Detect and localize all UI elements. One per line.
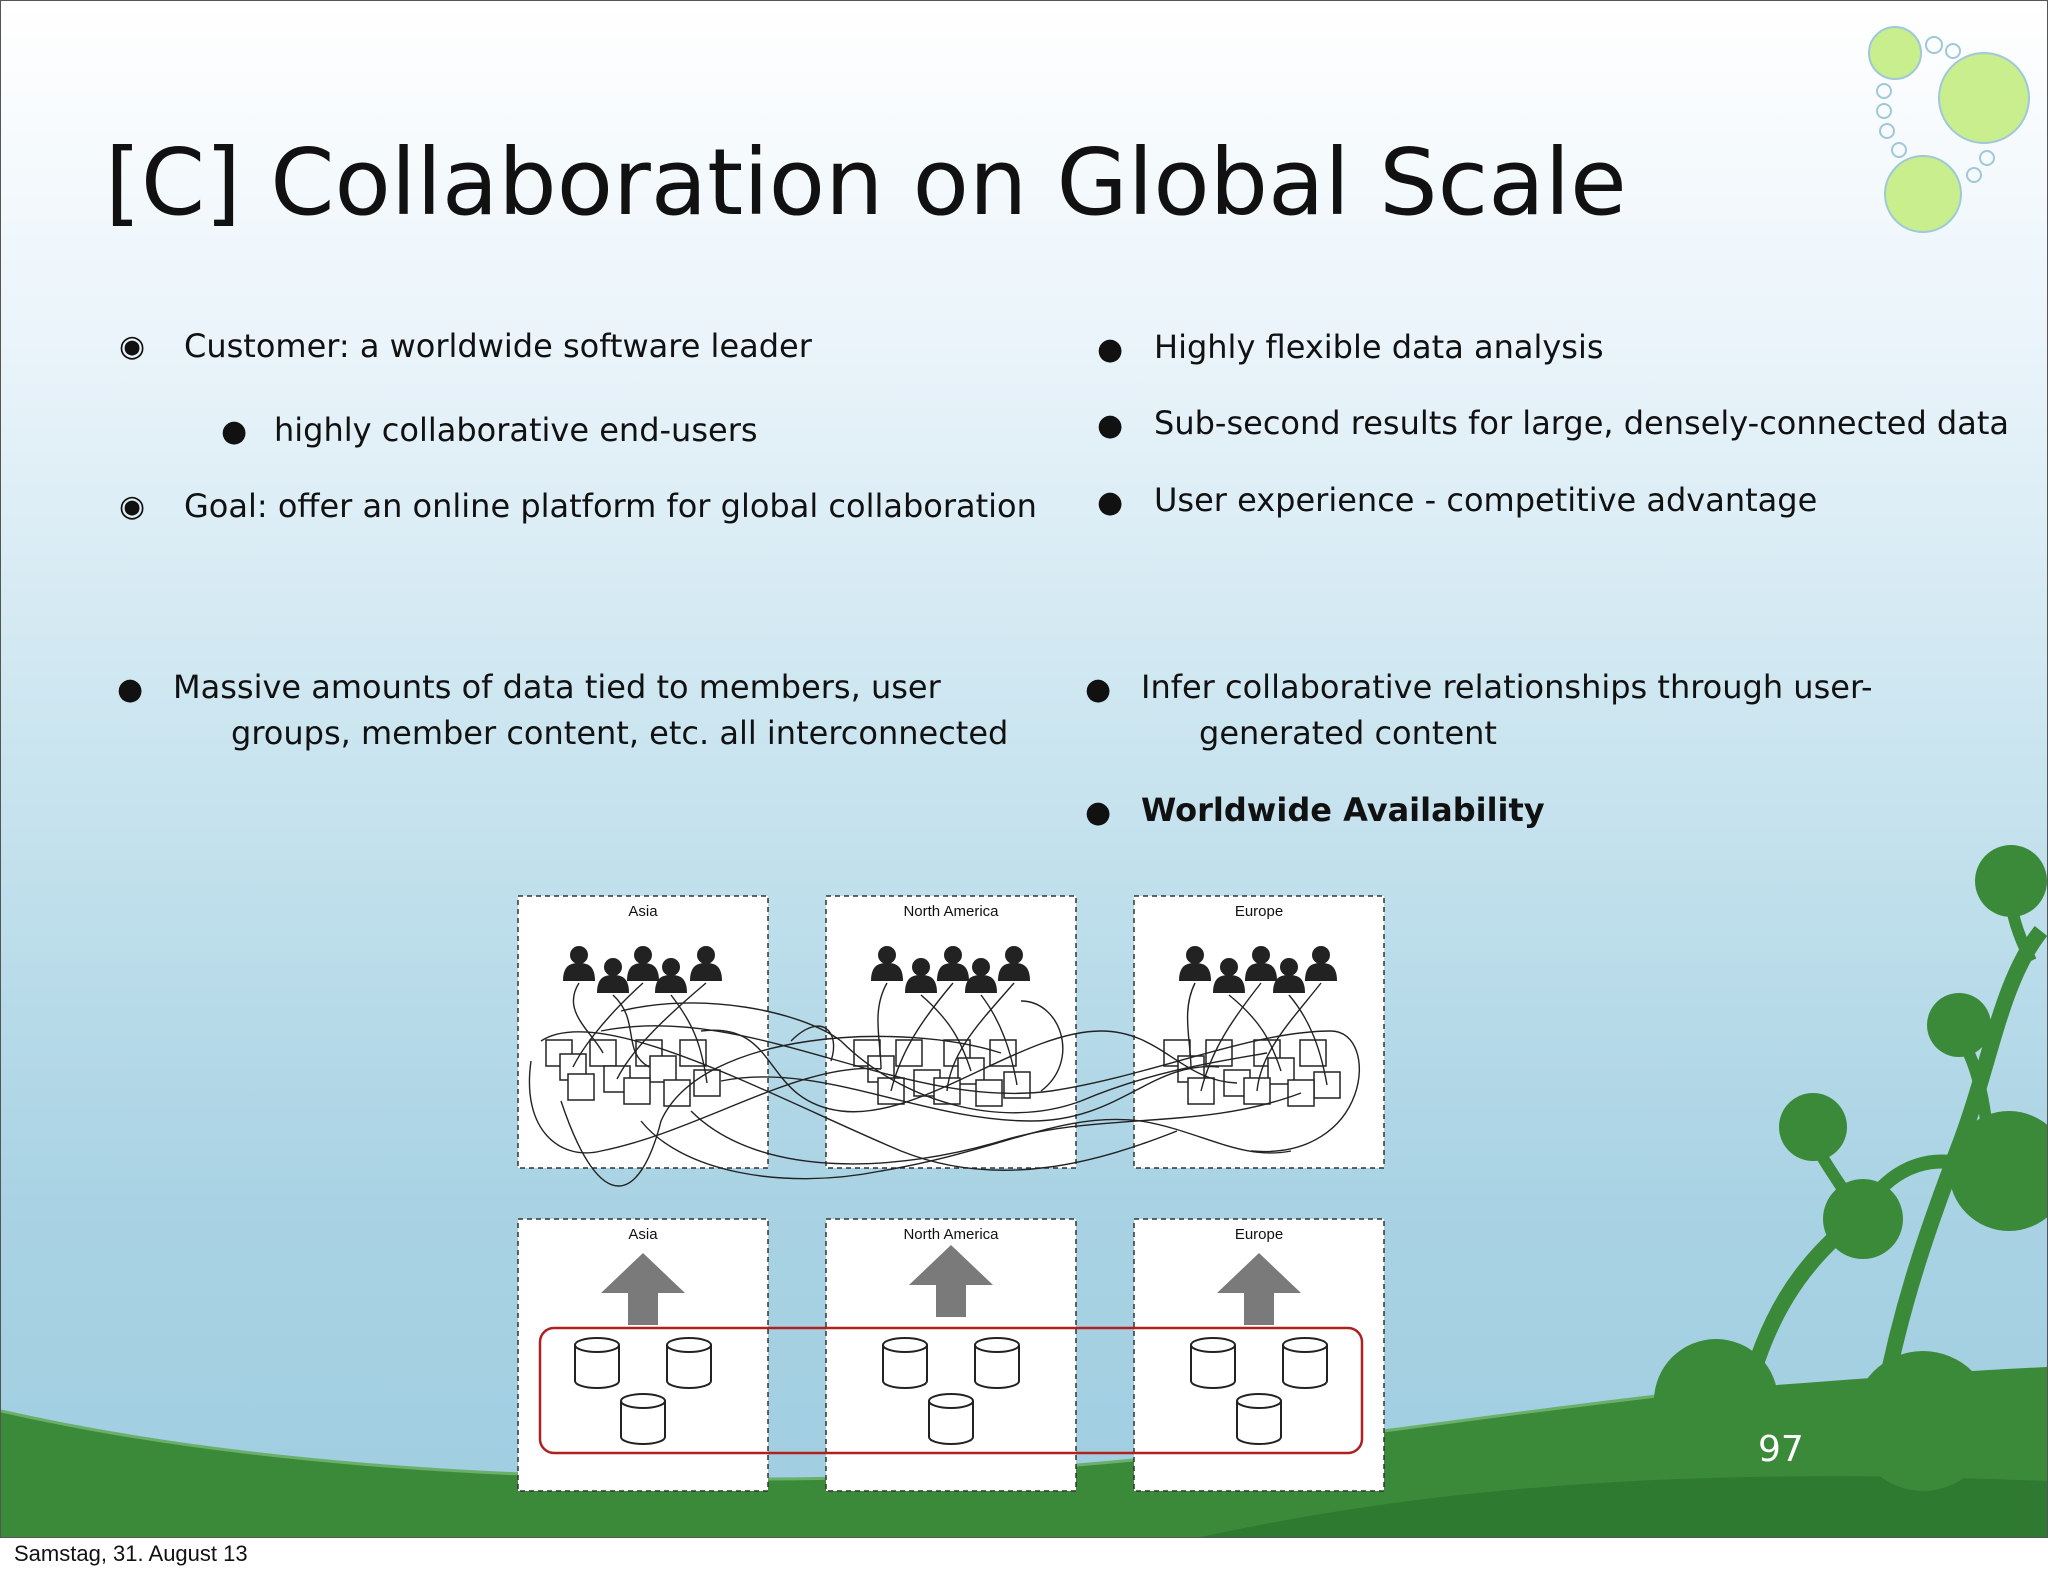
bubble-decoration (1868, 26, 2030, 233)
goal-text: Goal: offer an online platform for globa… (184, 487, 1037, 525)
dot-bullet: ● (1097, 408, 1124, 443)
ground-decoration (1, 845, 2047, 1537)
dot-bullet: ● (1097, 485, 1124, 520)
connection-lines (528, 982, 1360, 1187)
dot-bullet: ● (221, 414, 248, 449)
dot-bullet: ● (117, 672, 144, 707)
slide: [C] Collaboration on Global Scale ◉ Cust… (0, 0, 2048, 1538)
region-label: North America (903, 903, 999, 920)
region-box-europe (1133, 895, 1385, 1169)
slide-title: [C] Collaboration on Global Scale (105, 129, 1627, 236)
region-label: Asia (628, 903, 658, 920)
worldwide-availability-text: Worldwide Availability (1141, 791, 1545, 829)
region-box-north-america (825, 895, 1077, 1169)
dot-bullet: ● (1085, 795, 1112, 830)
region-label: Asia (628, 1226, 658, 1243)
datastore-cluster-outline (538, 1326, 1364, 1455)
flexible-analysis-text: Highly flexible data analysis (1154, 328, 1604, 366)
user-experience-text: User experience - competitive advantage (1154, 481, 1818, 519)
region-label: Europe (1235, 903, 1283, 920)
customer-text: Customer: a worldwide software leader (184, 327, 812, 365)
massive-data-line1: Massive amounts of data tied to members,… (173, 668, 941, 706)
page-number: 97 (1758, 1429, 1804, 1470)
dot-bullet: ● (1097, 332, 1124, 367)
infer-relationships-line2: generated content (1199, 714, 1497, 752)
subsecond-results-text: Sub-second results for large, densely-co… (1154, 404, 2009, 442)
radio-bullet: ◉ (119, 489, 146, 524)
architecture-diagram: Asia North America Europe (517, 895, 1385, 1492)
region-label: Europe (1235, 1226, 1283, 1243)
infer-relationships-line1: Infer collaborative relationships throug… (1141, 668, 1873, 706)
background-decoration (1, 26, 2047, 1537)
radio-bullet: ◉ (119, 329, 146, 364)
collaborative-users-text: highly collaborative end-users (274, 411, 758, 449)
dot-bullet: ● (1085, 672, 1112, 707)
region-label: North America (903, 1226, 999, 1243)
massive-data-line2: groups, member content, etc. all interco… (231, 714, 1009, 752)
footer-date: Samstag, 31. August 13 (14, 1541, 248, 1566)
